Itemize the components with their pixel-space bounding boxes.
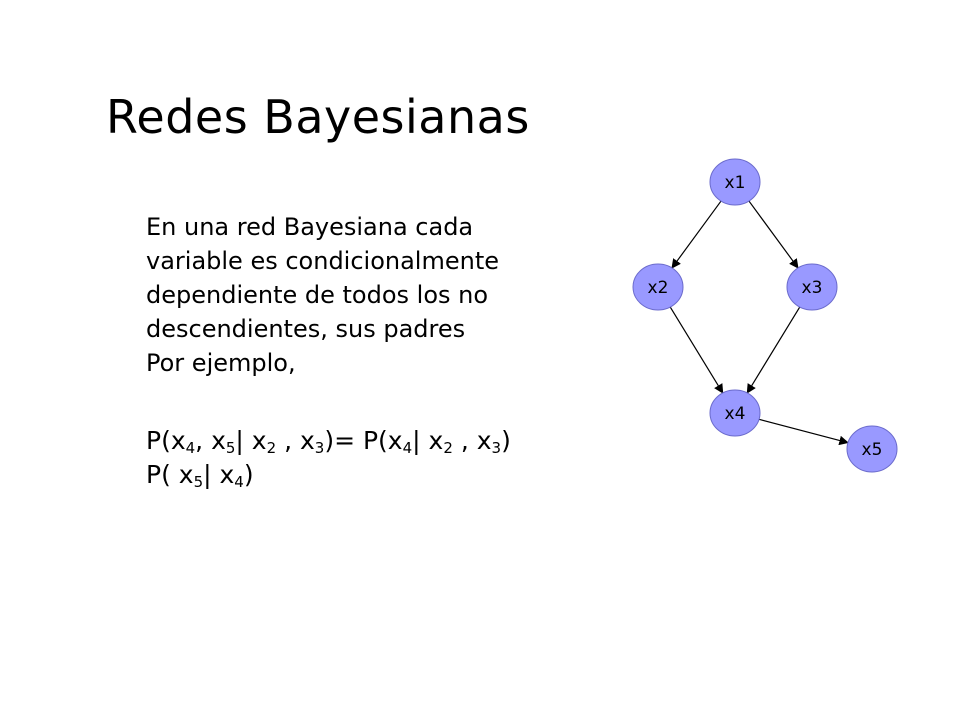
- edge-x4-x5: [758, 418, 849, 446]
- paragraph-line: En una red Bayesiana cada: [146, 213, 474, 241]
- formula-text: , x: [195, 426, 226, 455]
- formula-subscript: 4: [234, 473, 244, 491]
- formula-subscript: 2: [266, 439, 277, 457]
- node-shape: [709, 158, 761, 206]
- formula-subscript: 5: [225, 439, 236, 457]
- node-shape: [846, 425, 898, 473]
- formula-subscript: 3: [491, 439, 502, 457]
- node-label: x1: [725, 173, 746, 193]
- formula-text: , x: [276, 426, 315, 455]
- node-label: x2: [648, 278, 669, 298]
- description-paragraph: En una red Bayesiana cada variable es co…: [146, 210, 586, 380]
- node-shape: [632, 263, 684, 311]
- formula-subscript: 4: [402, 439, 413, 457]
- node-x1: x1: [709, 158, 761, 206]
- edge-x1-x3: [748, 200, 799, 269]
- formula-text: P(x: [146, 426, 186, 455]
- formula-text: | x: [235, 426, 267, 455]
- formula-text: | x: [203, 460, 235, 489]
- node-shape: [786, 263, 838, 311]
- node-label: x4: [725, 404, 746, 424]
- edge-x2-x4: [669, 306, 724, 394]
- formula-text: P( x: [146, 460, 194, 489]
- probability-formula: P(x4, x5| x2 , x3)= P(x4| x2 , x3) P( x5…: [146, 424, 511, 492]
- node-x3: x3: [786, 263, 838, 311]
- paragraph-line: variable es condicionalmente: [146, 247, 500, 275]
- formula-text: , x: [452, 426, 492, 455]
- edge-x3-x4: [746, 306, 801, 394]
- formula-subscript: 5: [193, 473, 204, 491]
- node-x4: x4: [709, 389, 761, 437]
- node-label: x5: [862, 440, 883, 460]
- edges-layer: [669, 200, 849, 446]
- paragraph-line: descendientes, sus padres: [146, 315, 466, 343]
- formula-subscript: 2: [443, 439, 453, 457]
- formula-text: ): [501, 426, 511, 455]
- formula-line-2: P( x5| x4): [146, 458, 511, 492]
- formula-text: )= P(x: [324, 426, 403, 455]
- edge-x1-x2: [671, 200, 722, 269]
- nodes-layer: x1 x2 x3 x4 x5: [632, 158, 898, 473]
- paragraph-line: dependiente de todos los no: [146, 281, 489, 309]
- slide-title: Redes Bayesianas: [106, 90, 530, 144]
- node-label: x3: [802, 278, 823, 298]
- formula-line-1: P(x4, x5| x2 , x3)= P(x4| x2 , x3): [146, 424, 511, 458]
- node-x2: x2: [632, 263, 684, 311]
- formula-text: | x: [412, 426, 444, 455]
- node-shape: [709, 389, 761, 437]
- node-x5: x5: [846, 425, 898, 473]
- formula-subscript: 3: [314, 439, 325, 457]
- paragraph-line: Por ejemplo,: [146, 349, 296, 377]
- formula-text: ): [243, 460, 254, 489]
- formula-subscript: 4: [185, 439, 196, 457]
